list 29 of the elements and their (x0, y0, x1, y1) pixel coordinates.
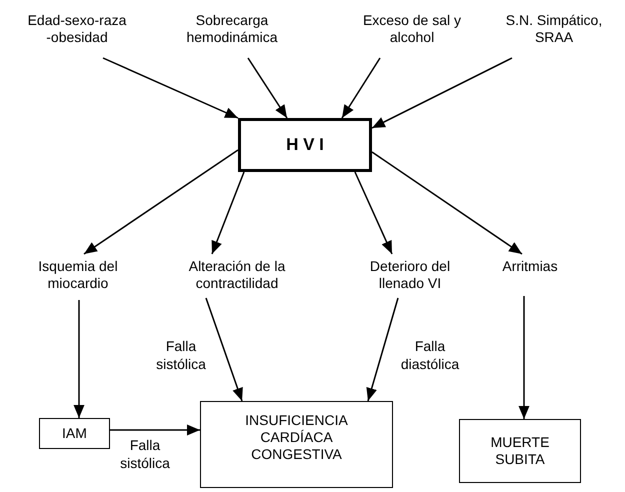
arrow (518, 296, 530, 419)
effect-label: Arritmias (490, 254, 570, 296)
box-label: MUERTE SUBITA (490, 434, 550, 468)
box-label: H V I (286, 134, 324, 156)
box-label: IAM (62, 425, 87, 442)
arrow (110, 424, 200, 436)
arrow (372, 151, 522, 255)
arrow (211, 172, 245, 254)
arrow (366, 298, 399, 402)
factor-label: S.N. Simpático, SRAA (488, 8, 620, 58)
outcome-box (200, 401, 393, 488)
outcome-box (39, 418, 110, 449)
arrow (205, 298, 243, 402)
effect-label: Alteración de la contractilidad (170, 254, 304, 298)
effect-label: Deterioro del llenado VI (360, 254, 460, 298)
factor-label: Exceso de sal y alcohol (362, 8, 462, 58)
arrow (102, 57, 238, 119)
arrow (247, 58, 288, 118)
factor-label: Sobrecarga hemodinámica (170, 8, 294, 58)
central-box (238, 118, 372, 172)
arrow (372, 57, 512, 129)
arrow (341, 58, 381, 118)
effect-label: Isquemia del miocardio (22, 254, 134, 300)
outcome-box (459, 419, 581, 483)
arrow (84, 149, 238, 255)
arrow (354, 172, 393, 254)
box-label: INSUFICIENCIA CARDÍACA CONGESTIVA (244, 412, 349, 462)
factor-label: Edad-sexo-raza -obesidad (24, 8, 130, 58)
arrow (74, 300, 84, 418)
